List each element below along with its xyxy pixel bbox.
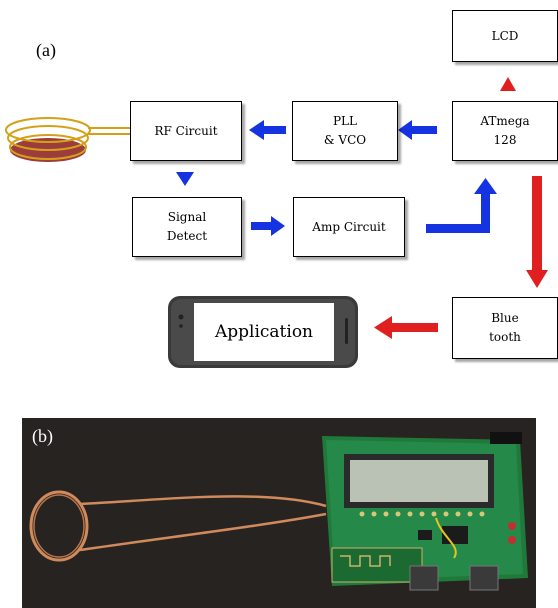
panel-a-label: (a) <box>36 40 56 60</box>
panel-b-label: (b) <box>32 426 53 446</box>
arrow-up-red <box>500 77 516 91</box>
push-button <box>409 565 439 591</box>
lcd-box: LCD <box>452 10 558 62</box>
smartphone-icon <box>168 296 358 368</box>
amp-circuit-box: Amp Circuit <box>293 197 405 257</box>
arrow-atmega-to-pll <box>398 120 437 140</box>
rf-circuit-box: RF Circuit <box>130 101 242 161</box>
arrow-bluetooth-to-app <box>374 316 438 339</box>
wire-coil-loop <box>29 490 89 562</box>
wire-leads <box>79 495 327 508</box>
atmega-box: ATmega 128 <box>452 101 558 161</box>
photo-illustration <box>29 432 528 591</box>
pll-vco-box: PLL & VCO <box>292 101 398 161</box>
arrow-atmega-to-bluetooth <box>526 176 548 288</box>
signal-detect-box: Signal Detect <box>132 197 242 257</box>
device-photo: (b) <box>22 418 536 608</box>
arrow-pll-to-rf <box>249 120 286 140</box>
coil-antenna-icon <box>5 117 130 162</box>
arrow-rf-to-signal <box>176 172 194 186</box>
arrows-layer <box>5 77 548 368</box>
block-diagram: (a) <box>5 10 558 368</box>
arrow-amp-to-atmega <box>426 178 497 233</box>
application-label: Application <box>214 322 314 342</box>
bluetooth-box: Blue tooth <box>452 297 558 359</box>
bluetooth-module <box>331 547 423 583</box>
arrow-signal-to-amp <box>251 216 285 236</box>
push-button <box>469 565 499 591</box>
